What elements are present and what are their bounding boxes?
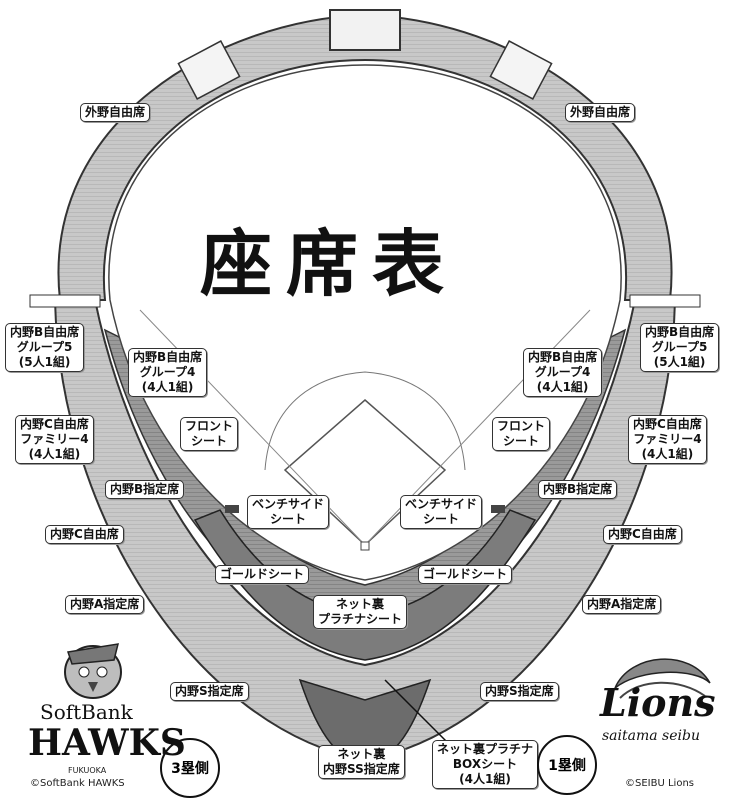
hawks-logo-main: HAWKS <box>28 722 186 764</box>
outfield-tower-left <box>177 40 241 100</box>
label-a-reserved-left[interactable]: 内野A指定席 <box>65 595 145 614</box>
label-front-left[interactable]: フロント シート <box>180 417 239 451</box>
dugout-right <box>491 505 505 513</box>
label-c-family-right[interactable]: 内野C自由席 ファミリー4 (4人1組) <box>628 415 707 464</box>
label-c-free-left[interactable]: 内野C自由席 <box>45 525 124 544</box>
box-seat-pointer <box>384 679 451 746</box>
label-s-reserved-left[interactable]: 内野S指定席 <box>170 682 249 701</box>
lions-logo-sub: saitama seibu <box>602 728 700 744</box>
label-b-group5-left[interactable]: 内野B自由席 グループ5 (5人1組) <box>5 323 85 372</box>
field <box>108 64 622 581</box>
label-bench-left[interactable]: ベンチサイド シート <box>247 495 330 529</box>
label-b-reserved-left[interactable]: 内野B指定席 <box>105 480 185 499</box>
label-outfield-right[interactable]: 外野自由席 <box>565 103 636 122</box>
lions-copyright: ©SEIBU Lions <box>625 778 694 789</box>
label-net-box[interactable]: ネット裏プラチナ BOXシート (4人1組) <box>432 740 539 789</box>
scoreboard <box>329 9 401 51</box>
stand-aisle-right <box>629 294 701 308</box>
label-s-reserved-right[interactable]: 内野S指定席 <box>480 682 559 701</box>
label-b-reserved-right[interactable]: 内野B指定席 <box>538 480 618 499</box>
label-net-ss[interactable]: ネット裏 内野SS指定席 <box>318 745 405 779</box>
label-b-group4-right[interactable]: 内野B自由席 グループ4 (4人1組) <box>523 348 603 397</box>
home-plate <box>360 541 370 551</box>
label-c-free-right[interactable]: 内野C自由席 <box>603 525 682 544</box>
label-gold-left[interactable]: ゴールドシート <box>215 565 310 584</box>
hawks-logo-top: SoftBank <box>40 700 133 724</box>
label-front-right[interactable]: フロント シート <box>492 417 551 451</box>
label-b-group4-left[interactable]: 内野B自由席 グループ4 (4人1組) <box>128 348 208 397</box>
page-title: 座席表 <box>200 222 459 306</box>
first-base-side-badge: 1塁側 <box>537 735 597 795</box>
infield-arc <box>264 371 466 471</box>
label-c-family-left[interactable]: 内野C自由席 ファミリー4 (4人1組) <box>15 415 94 464</box>
outfield-tower-right <box>489 40 553 100</box>
third-base-side-badge: 3塁側 <box>160 738 220 798</box>
label-outfield-left[interactable]: 外野自由席 <box>80 103 151 122</box>
lions-logo-main: Lions <box>600 680 716 725</box>
label-bench-right[interactable]: ベンチサイド シート <box>400 495 483 529</box>
lions-mane-icon <box>614 658 711 699</box>
label-b-group5-right[interactable]: 内野B自由席 グループ5 (5人1組) <box>640 323 720 372</box>
label-net-platinum[interactable]: ネット裏 プラチナシート <box>313 595 408 629</box>
third-base-side-label: 3塁側 <box>171 761 209 777</box>
label-a-reserved-right[interactable]: 内野A指定席 <box>582 595 662 614</box>
label-gold-right[interactable]: ゴールドシート <box>418 565 513 584</box>
dugout-left <box>225 505 239 513</box>
hawks-copyright: ©SoftBank HAWKS <box>30 778 125 789</box>
hawks-logo-city: FUKUOKA <box>68 766 107 775</box>
first-base-side-label: 1塁側 <box>548 758 586 774</box>
stand-aisle-left <box>29 294 101 308</box>
hawks-mascot-icon <box>64 643 122 699</box>
